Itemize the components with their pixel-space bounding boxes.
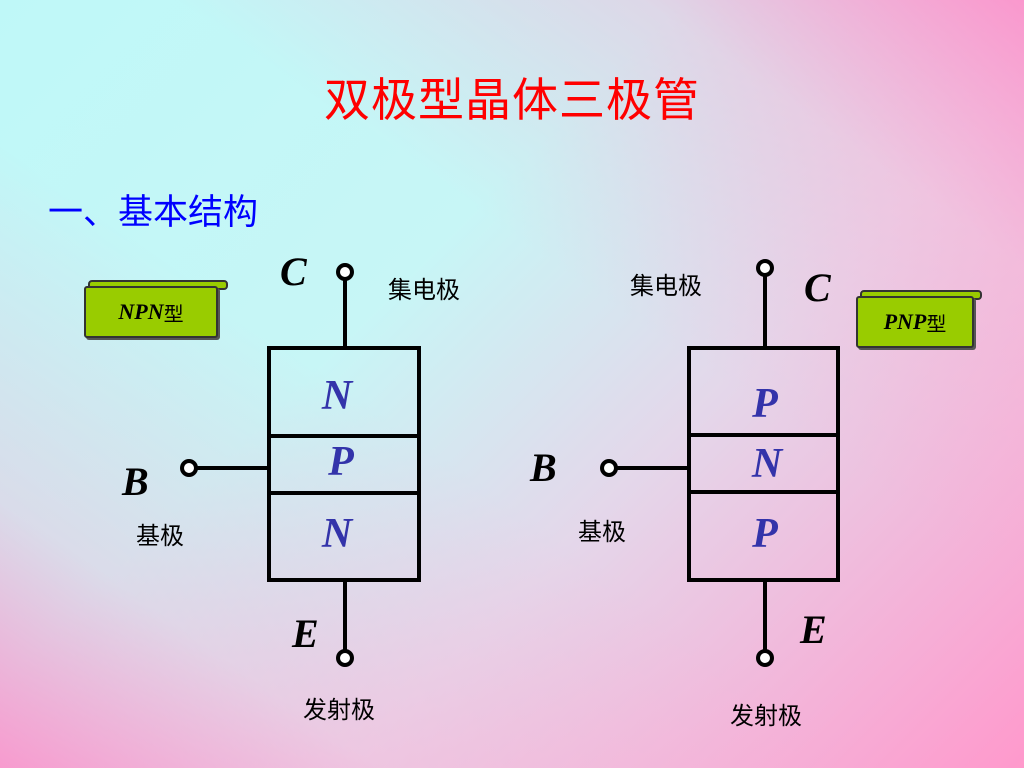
npn-layer-middle: P	[328, 439, 354, 485]
pnp-collector-label: 集电极	[630, 272, 702, 300]
npn-structure	[180, 263, 421, 667]
pnp-type-suffix: 型	[926, 311, 947, 336]
npn-type-suffix: 型	[163, 301, 184, 326]
npn-type-label: NPN	[118, 299, 164, 324]
npn-base-letter: B	[122, 459, 149, 504]
npn-base-label: 基极	[136, 522, 184, 550]
npn-emitter-letter: E	[292, 611, 319, 656]
pnp-structure	[600, 259, 840, 667]
npn-emitter-label: 发射极	[303, 696, 375, 724]
pnp-base-letter: B	[530, 445, 557, 490]
pnp-collector-terminal	[756, 259, 774, 277]
page-title: 双极型晶体三极管	[324, 73, 700, 127]
pnp-base-label: 基极	[578, 518, 626, 546]
pnp-layer-top: P	[752, 381, 778, 427]
npn-base-terminal	[180, 459, 198, 477]
pnp-type-label: PNP	[883, 309, 927, 334]
npn-collector-letter: C	[280, 249, 307, 294]
pnp-collector-letter: C	[804, 265, 831, 310]
pnp-base-terminal	[600, 459, 618, 477]
pnp-emitter-terminal	[756, 649, 774, 667]
pnp-emitter-label: 发射极	[730, 702, 802, 730]
npn-collector-label: 集电极	[388, 276, 460, 304]
npn-collector-terminal	[336, 263, 354, 281]
npn-layer-bottom: N	[321, 511, 353, 557]
pnp-emitter-letter: E	[800, 607, 827, 652]
pnp-layer-middle: N	[751, 441, 783, 487]
pnp-layer-bottom: P	[752, 511, 778, 557]
section-heading: 一、基本结构	[48, 193, 259, 233]
npn-emitter-terminal	[336, 649, 354, 667]
npn-layer-top: N	[321, 373, 353, 419]
